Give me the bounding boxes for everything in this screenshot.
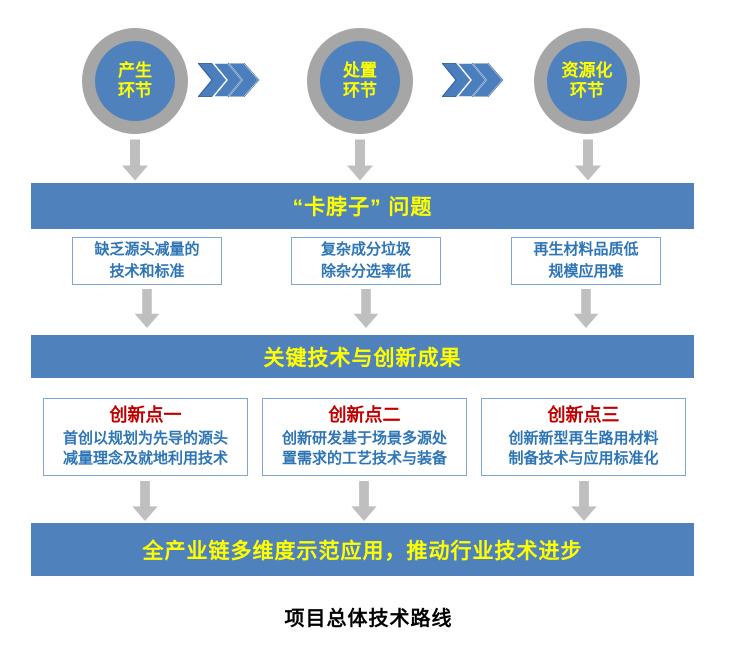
banner-problems-label: “卡脖子” 问题 [292,196,433,219]
banner-achievements: 关键技术与创新成果 [31,335,694,378]
innovation-box-3: 创新点三 创新新型再生路用材料 制备技术与应用标准化 [481,398,686,476]
problem-box-2: 复杂成分垃圾 除杂分选率低 [291,237,441,285]
down-arrow-icon [132,481,158,522]
problem-box-1: 缺乏源头减量的 技术和标准 [72,237,222,285]
down-arrow-icon [571,481,597,522]
down-arrow-icon [575,139,601,181]
chevron-right-icon [442,63,505,97]
down-arrow-icon [134,289,160,329]
stage-label: 资源化 环节 [561,60,613,100]
down-arrow-icon [122,139,148,181]
down-arrow-icon [347,139,373,181]
stage-label: 处置 环节 [343,60,377,100]
stage-circle-recycling: 资源化 环节 [534,28,640,134]
innovation-box-1: 创新点一 首创以规划为先导的源头 减量理念及就地利用技术 [43,398,248,476]
banner-application-label: 全产业链多维度示范应用，推动行业技术进步 [142,539,583,563]
down-arrow-icon [351,481,377,522]
innovation-box-2: 创新点二 创新研发基于场景多源处 置需求的工艺技术与装备 [262,398,467,476]
stage-circle-generation: 产生 环节 [82,28,188,134]
stage-label: 产生 环节 [118,60,152,100]
innovation-title: 创新点二 [328,404,401,425]
innovation-title: 创新点一 [109,404,182,425]
diagram-caption: 项目总体技术路线 [284,608,453,630]
problem-text: 复杂成分垃圾 除杂分选率低 [320,241,411,280]
innovation-body: 创新研发基于场景多源处 置需求的工艺技术与装备 [281,429,447,467]
problem-box-3: 再生材料品质低 规模应用难 [511,237,661,285]
chevron-right-icon [198,63,261,97]
stage-circle-disposal: 处置 环节 [307,28,413,134]
innovation-body: 创新新型再生路用材料 制备技术与应用标准化 [508,429,659,467]
problem-text: 再生材料品质低 规模应用难 [533,241,639,280]
down-arrow-icon [573,289,599,329]
banner-achievements-label: 关键技术与创新成果 [263,346,462,370]
down-arrow-icon [353,289,379,329]
banner-problems: “卡脖子” 问题 [31,183,694,229]
innovation-title: 创新点三 [547,404,620,425]
problem-text: 缺乏源头减量的 技术和标准 [94,241,200,280]
innovation-body: 首创以规划为先导的源头 减量理念及就地利用技术 [62,429,228,467]
banner-application: 全产业链多维度示范应用，推动行业技术进步 [31,523,694,576]
